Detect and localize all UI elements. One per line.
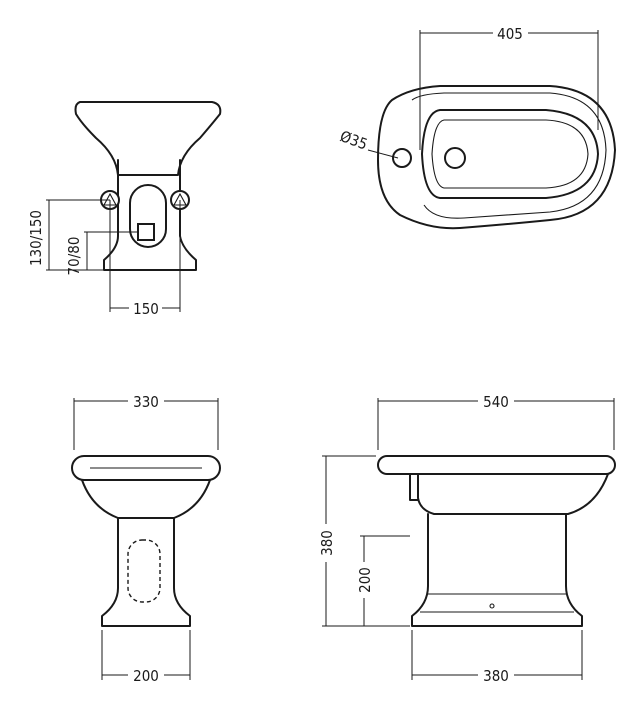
drain-hole-icon <box>444 147 466 169</box>
top-view-outline <box>377 85 616 230</box>
rear-view-outlet-slot <box>129 184 167 248</box>
rear-view: 130/150 70/80 150 <box>27 101 222 318</box>
rear-outer-height-label: 130/150 <box>27 210 45 266</box>
side-height-label: 380 <box>318 530 336 556</box>
hole-leader-line <box>367 149 399 159</box>
rear-inner-height-label: 70/80 <box>65 237 83 276</box>
front-base-width-label: 200 <box>133 667 159 685</box>
front-view-pedestal <box>101 517 191 627</box>
side-view: 540 380 200 380 <box>318 393 616 685</box>
top-view: 405 Ø35 <box>338 25 616 230</box>
rear-view-pedestal <box>103 159 197 271</box>
top-view-bowl-inner <box>431 119 589 189</box>
fixing-point-icon <box>489 603 495 609</box>
top-view-bowl <box>421 109 599 199</box>
front-view-bowl <box>81 479 211 519</box>
waste-outlet-square-icon <box>137 223 155 241</box>
front-view-rim <box>71 455 221 481</box>
side-inlet-height-label: 200 <box>356 567 374 593</box>
front-width-label: 330 <box>133 393 159 411</box>
tap-hole-icon <box>392 148 412 168</box>
side-view-bowl <box>417 473 609 515</box>
hole-diameter-label: Ø35 <box>338 127 370 153</box>
side-length-label: 540 <box>483 393 509 411</box>
side-view-rear-inlet <box>409 473 419 501</box>
side-view-pedestal <box>411 513 583 627</box>
rear-spacing-label: 150 <box>133 300 159 318</box>
top-width-label: 405 <box>497 25 523 43</box>
side-base-length-label: 380 <box>483 667 509 685</box>
top-view-rim-line-outer <box>411 92 607 219</box>
front-view: 330 200 <box>71 393 221 685</box>
side-view-rim <box>377 455 616 475</box>
front-view-hidden-outlet <box>127 539 161 603</box>
rear-view-bowl-rim <box>74 101 222 176</box>
